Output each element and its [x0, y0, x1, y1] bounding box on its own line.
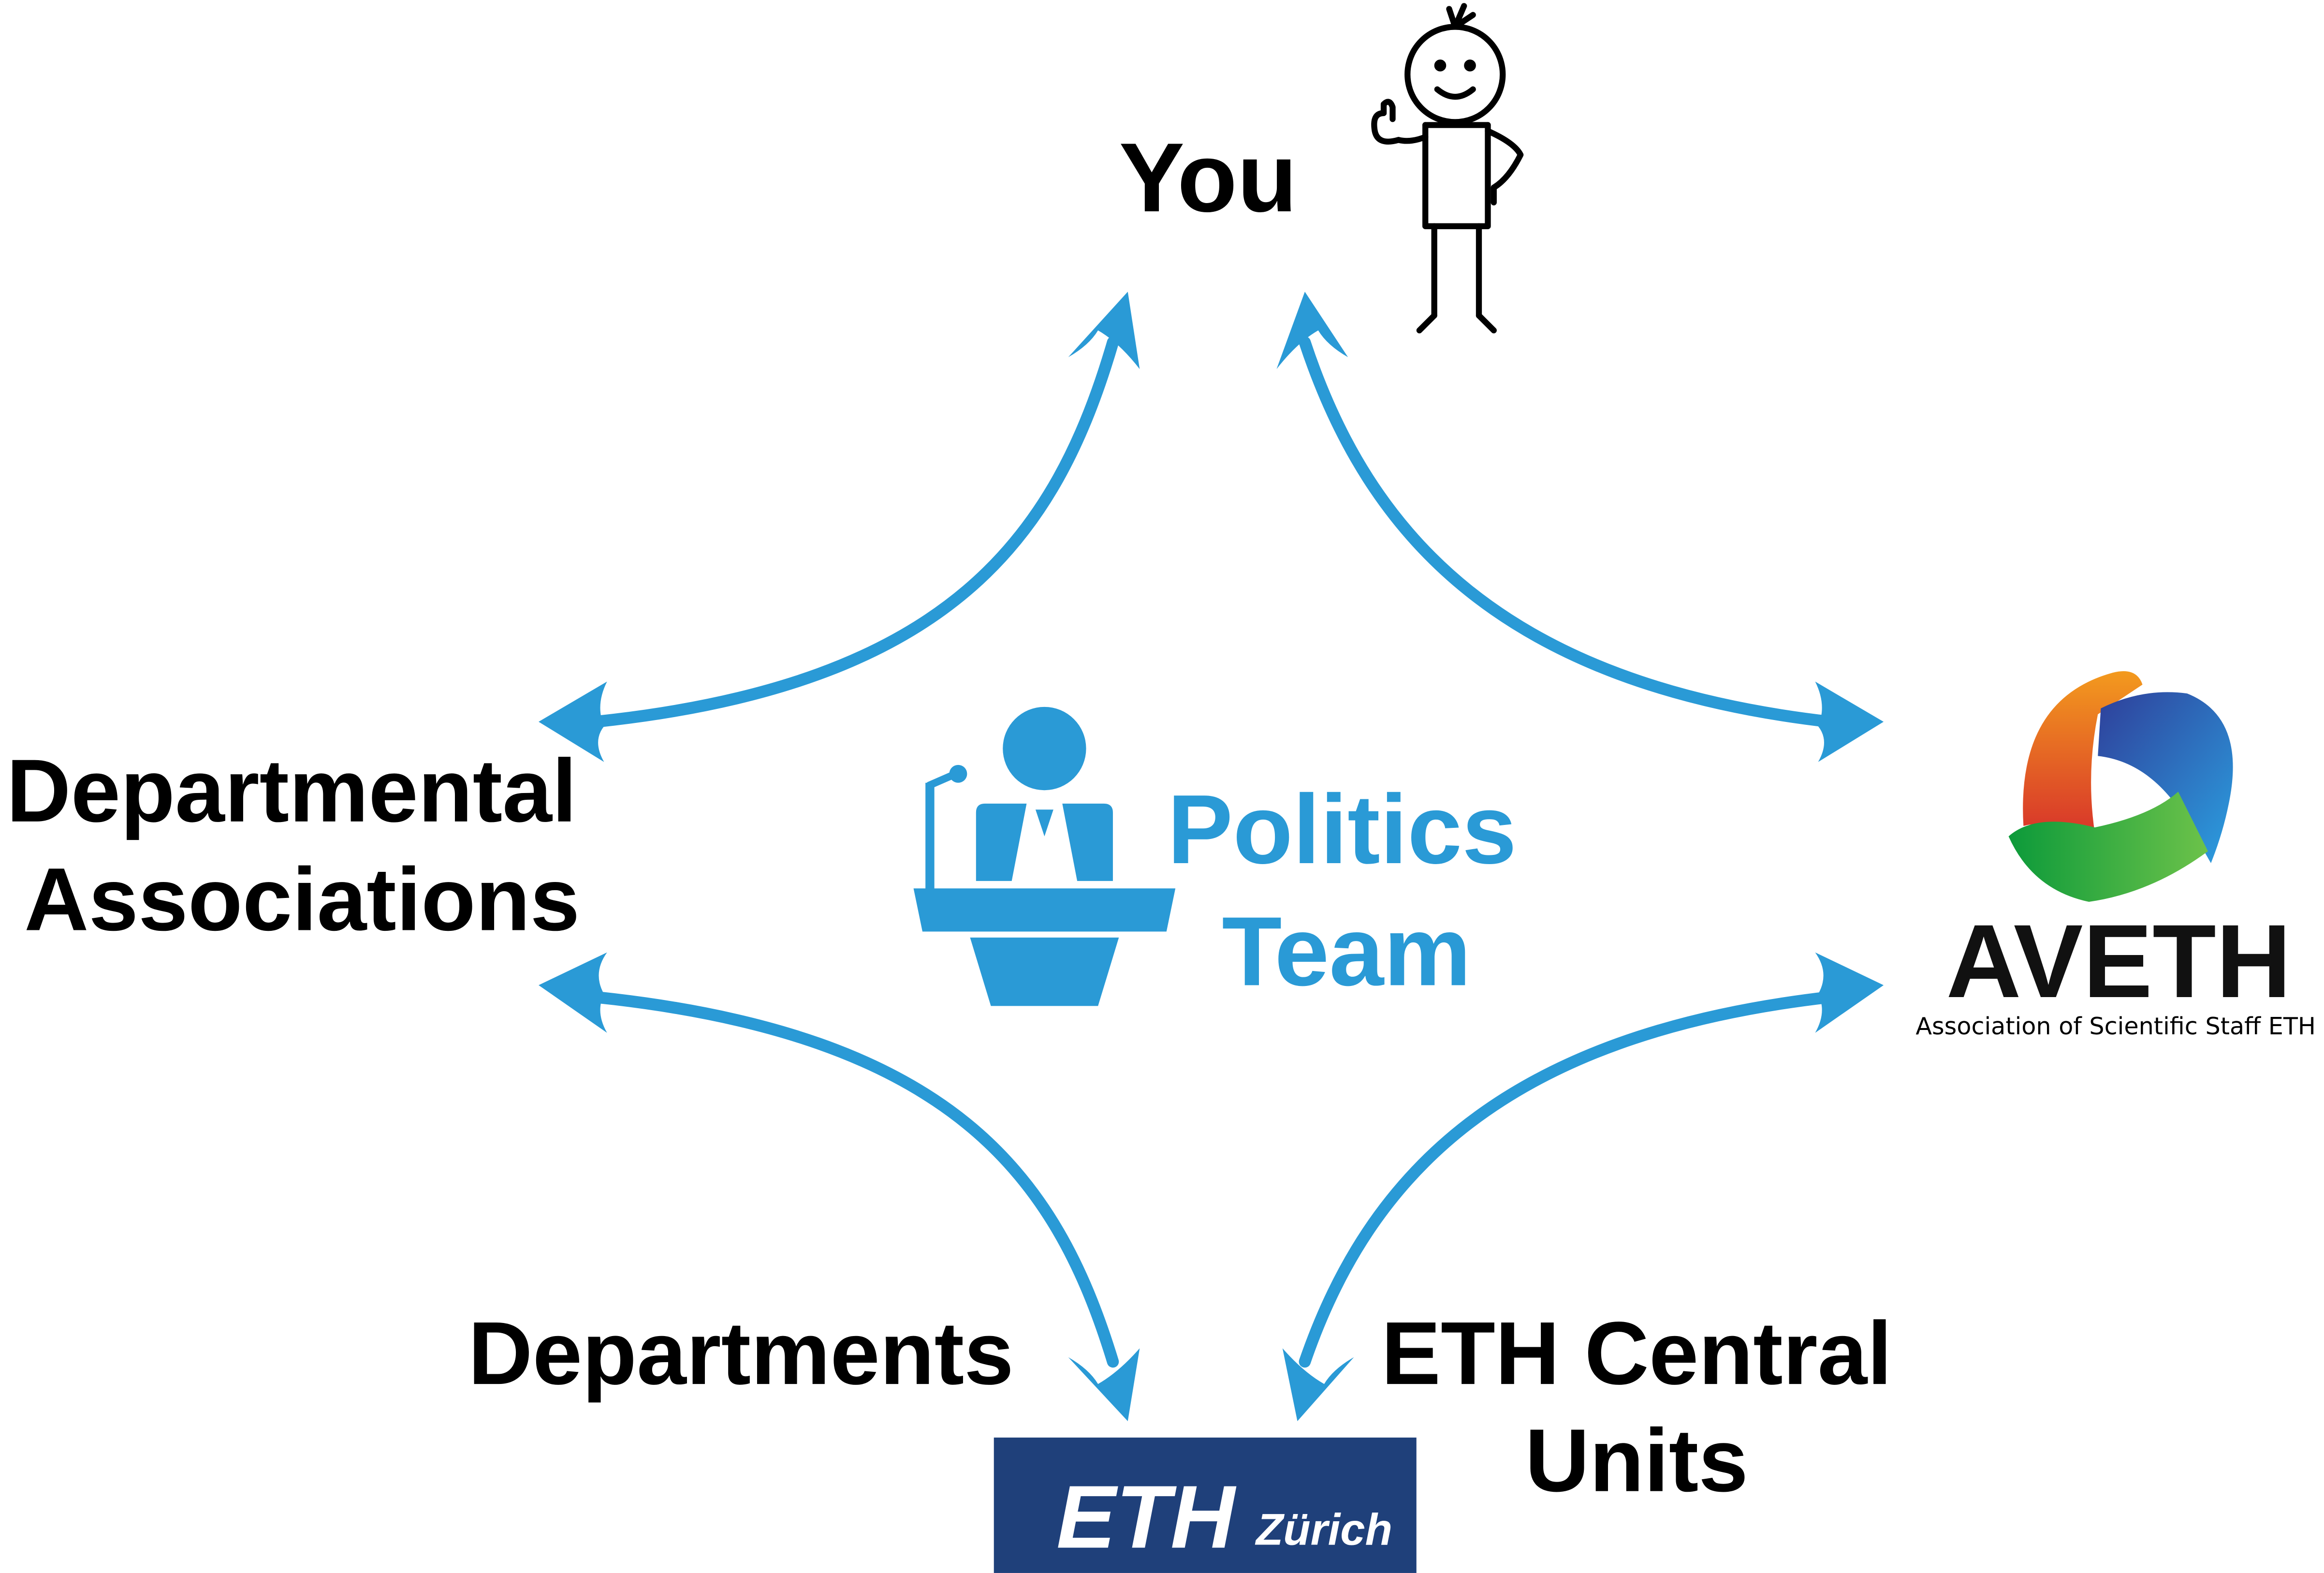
stick-figure-icon	[1371, 3, 1524, 334]
departments-label: Departments	[468, 1304, 1014, 1403]
aveth-logo-text: AVETH	[1946, 903, 2291, 1019]
center-title-line2: Team	[1222, 897, 1471, 1006]
eth-logo-main: ETH	[1056, 1468, 1237, 1567]
eth-zurich-logo: ETH Zürich	[994, 1437, 1417, 1573]
departmental-associations-line2: Associations	[24, 850, 580, 949]
arrowhead-up-left	[1068, 292, 1140, 369]
speaker-at-podium-icon	[913, 706, 1176, 1006]
you-label: You	[1119, 123, 1298, 233]
eth-central-units-line1: ETH Central	[1381, 1304, 1892, 1403]
connector-aveth-eth	[1299, 991, 1836, 1368]
departmental-associations-line1: Departmental	[6, 741, 577, 841]
eth-logo-sub: Zürich	[1255, 1504, 1392, 1554]
aveth-logo: AVETH Association of Scientific Staff ET…	[1915, 671, 2316, 1040]
arrowhead-up-right	[1276, 292, 1348, 369]
arrowhead-left-upper	[539, 681, 607, 762]
aveth-subtitle: Association of Scientific Staff ETH	[1915, 1012, 2316, 1040]
arrowhead-right-lower	[1815, 952, 1884, 1033]
arrowhead-down-right	[1282, 1348, 1354, 1422]
connector-you-departmental-associations	[589, 336, 1119, 728]
center-title-line1: Politics	[1168, 775, 1517, 884]
connector-departmental-associations-eth	[589, 991, 1119, 1368]
arrowhead-down-left	[1068, 1348, 1140, 1422]
arrowhead-left-lower	[539, 952, 607, 1033]
arrowhead-right-upper	[1815, 681, 1884, 762]
connector-you-aveth	[1299, 336, 1836, 728]
eth-central-units-line2: Units	[1525, 1411, 1748, 1511]
